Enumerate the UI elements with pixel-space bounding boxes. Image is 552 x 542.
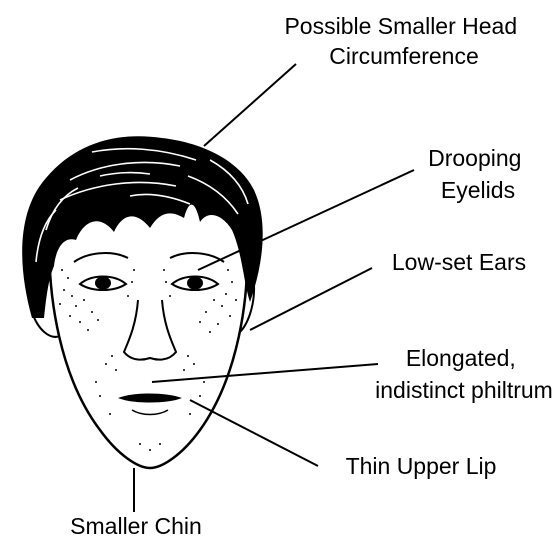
leader-thin-upper-lip	[190, 400, 318, 466]
label-low-set-ears: Low-set Ears	[392, 249, 526, 275]
label-smaller-chin-line1: Smaller Chin	[70, 513, 202, 539]
label-smaller-chin: Smaller Chin	[70, 513, 202, 539]
label-philtrum-line1: Elongated,	[406, 345, 516, 371]
label-drooping-eyelids-line1: Drooping	[428, 145, 521, 171]
label-low-set-ears-line1: Low-set Ears	[392, 249, 526, 275]
label-philtrum: Elongated, indistinct philtrum	[375, 345, 552, 403]
label-philtrum-line2: indistinct philtrum	[375, 377, 552, 403]
label-head-circumference: Possible Smaller Head Circumference	[284, 13, 523, 69]
leader-low-set-ears	[250, 268, 372, 330]
label-head-circumference-line2: Circumference	[329, 43, 479, 69]
label-thin-upper-lip-line1: Thin Upper Lip	[346, 453, 497, 479]
label-head-circumference-line1: Possible Smaller Head	[284, 13, 517, 39]
label-drooping-eyelids: Drooping Eyelids	[428, 145, 528, 203]
leader-head-circumference	[204, 64, 296, 146]
label-drooping-eyelids-line2: Eyelids	[441, 177, 515, 203]
label-thin-upper-lip: Thin Upper Lip	[346, 453, 497, 479]
